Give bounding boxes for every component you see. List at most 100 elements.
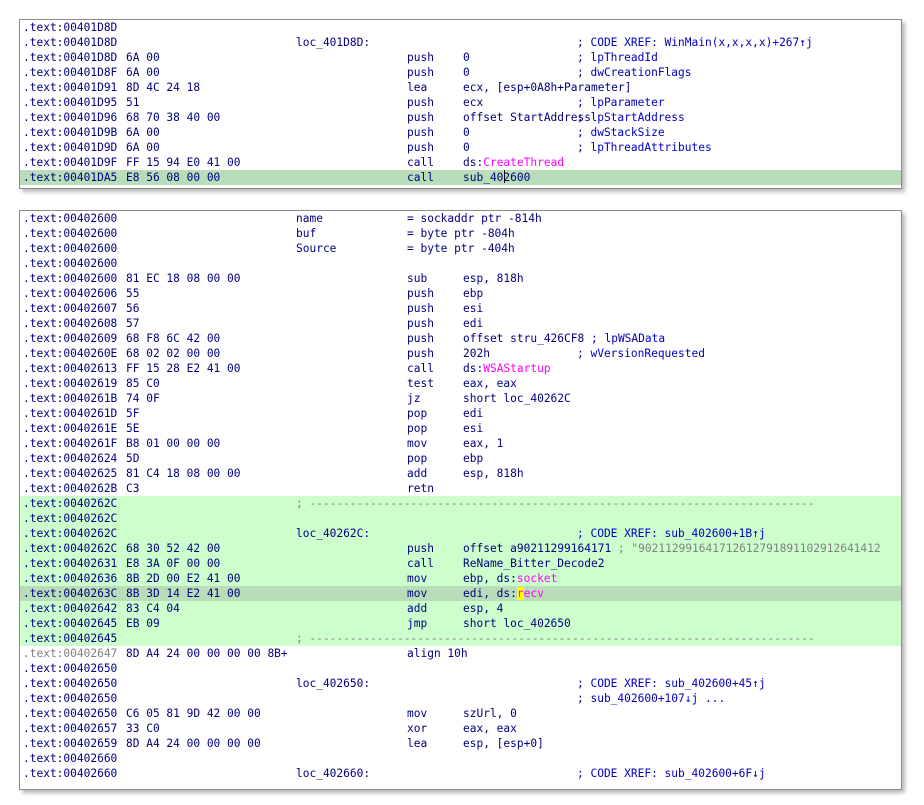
- code-label[interactable]: loc_401D8D:: [296, 36, 371, 49]
- code-line[interactable]: .text:0040262C; ------------------------…: [20, 496, 901, 511]
- import-name[interactable]: socket: [516, 572, 558, 585]
- instruction-operand[interactable]: 0: [463, 141, 470, 154]
- instruction-operand[interactable]: 202h: [463, 347, 490, 360]
- instruction-operand[interactable]: edi: [463, 407, 484, 420]
- instruction-operand[interactable]: ebp, ds:socket: [463, 572, 558, 585]
- code-line[interactable]: .text:00401D8D: [20, 20, 901, 35]
- instruction-operand[interactable]: eax, 1: [463, 437, 504, 450]
- instruction-mnemonic: lea: [407, 81, 428, 94]
- line-address: .text:00401D9B: [23, 126, 118, 139]
- instruction-operand[interactable]: ecx, [esp+0A8h+Parameter]: [463, 81, 632, 94]
- instruction-operand[interactable]: edi, ds:recv: [463, 587, 544, 600]
- stack-variable-name[interactable]: buf: [296, 227, 317, 240]
- instruction-operand[interactable]: sub_402600: [463, 171, 531, 184]
- instruction-operand[interactable]: short loc_402650: [463, 617, 571, 630]
- stack-variable-name[interactable]: name: [296, 212, 323, 225]
- code-label[interactable]: loc_40262C:: [296, 527, 371, 540]
- instruction-operand[interactable]: esp, 4: [463, 602, 504, 615]
- instruction-operand[interactable]: ecx: [463, 96, 484, 109]
- import-name[interactable]: WSAStartup: [483, 362, 551, 375]
- code-label[interactable]: loc_402650:: [296, 677, 371, 690]
- code-line[interactable]: .text:00402600: [20, 256, 901, 271]
- instruction-operand[interactable]: eax, eax: [463, 377, 517, 390]
- instruction-operand[interactable]: ds:CreateThread: [463, 156, 565, 169]
- code-line[interactable]: .text:00402645; ------------------------…: [20, 631, 901, 646]
- opcode-bytes: 33 C0: [126, 722, 160, 735]
- code-line[interactable]: .text:0040262C: [20, 511, 901, 526]
- code-label[interactable]: loc_402660:: [296, 767, 371, 780]
- instruction-operand[interactable]: offset stru_426CF8 ; lpWSAData: [463, 332, 666, 345]
- import-name[interactable]: CreateThread: [483, 156, 565, 169]
- code-line[interactable]: .text:00402650: [20, 661, 901, 676]
- instruction-operand[interactable]: ds:WSAStartup: [463, 362, 551, 375]
- instruction-operand[interactable]: esi: [463, 422, 484, 435]
- instruction-operand[interactable]: esp, 818h: [463, 467, 524, 480]
- code-line[interactable]: .text:00402650; sub_402600+107↓j ...: [20, 691, 901, 706]
- instruction-operand[interactable]: short loc_40262C: [463, 392, 571, 405]
- import-name[interactable]: ecv: [523, 587, 544, 600]
- instruction-operand[interactable]: 0: [463, 66, 470, 79]
- instruction-operand[interactable]: offset a90211299164171 ; "90211299164171…: [463, 542, 881, 555]
- code-line[interactable]: .text:00402660: [20, 751, 901, 766]
- instruction-operand[interactable]: ReName_Bitter_Decode2: [463, 557, 605, 570]
- instruction-operand[interactable]: eax, eax: [463, 722, 517, 735]
- instruction-operand[interactable]: szUrl, 0: [463, 707, 517, 720]
- instruction-operand[interactable]: esp, [esp+0]: [463, 737, 544, 750]
- line-address: .text:00402609: [23, 332, 118, 345]
- stack-variable-name[interactable]: Source: [296, 242, 337, 255]
- instruction-operand[interactable]: 0: [463, 51, 470, 64]
- instruction-operand[interactable]: ebp: [463, 452, 484, 465]
- instruction-operand[interactable]: offset StartAddress: [463, 111, 591, 124]
- instruction-operand[interactable]: ebp: [463, 287, 484, 300]
- instruction-operand[interactable]: esi: [463, 302, 484, 315]
- instruction-operand[interactable]: esp, 818h: [463, 272, 524, 285]
- instruction-operand[interactable]: 0: [463, 126, 470, 139]
- instruction-operand[interactable]: edi: [463, 317, 484, 330]
